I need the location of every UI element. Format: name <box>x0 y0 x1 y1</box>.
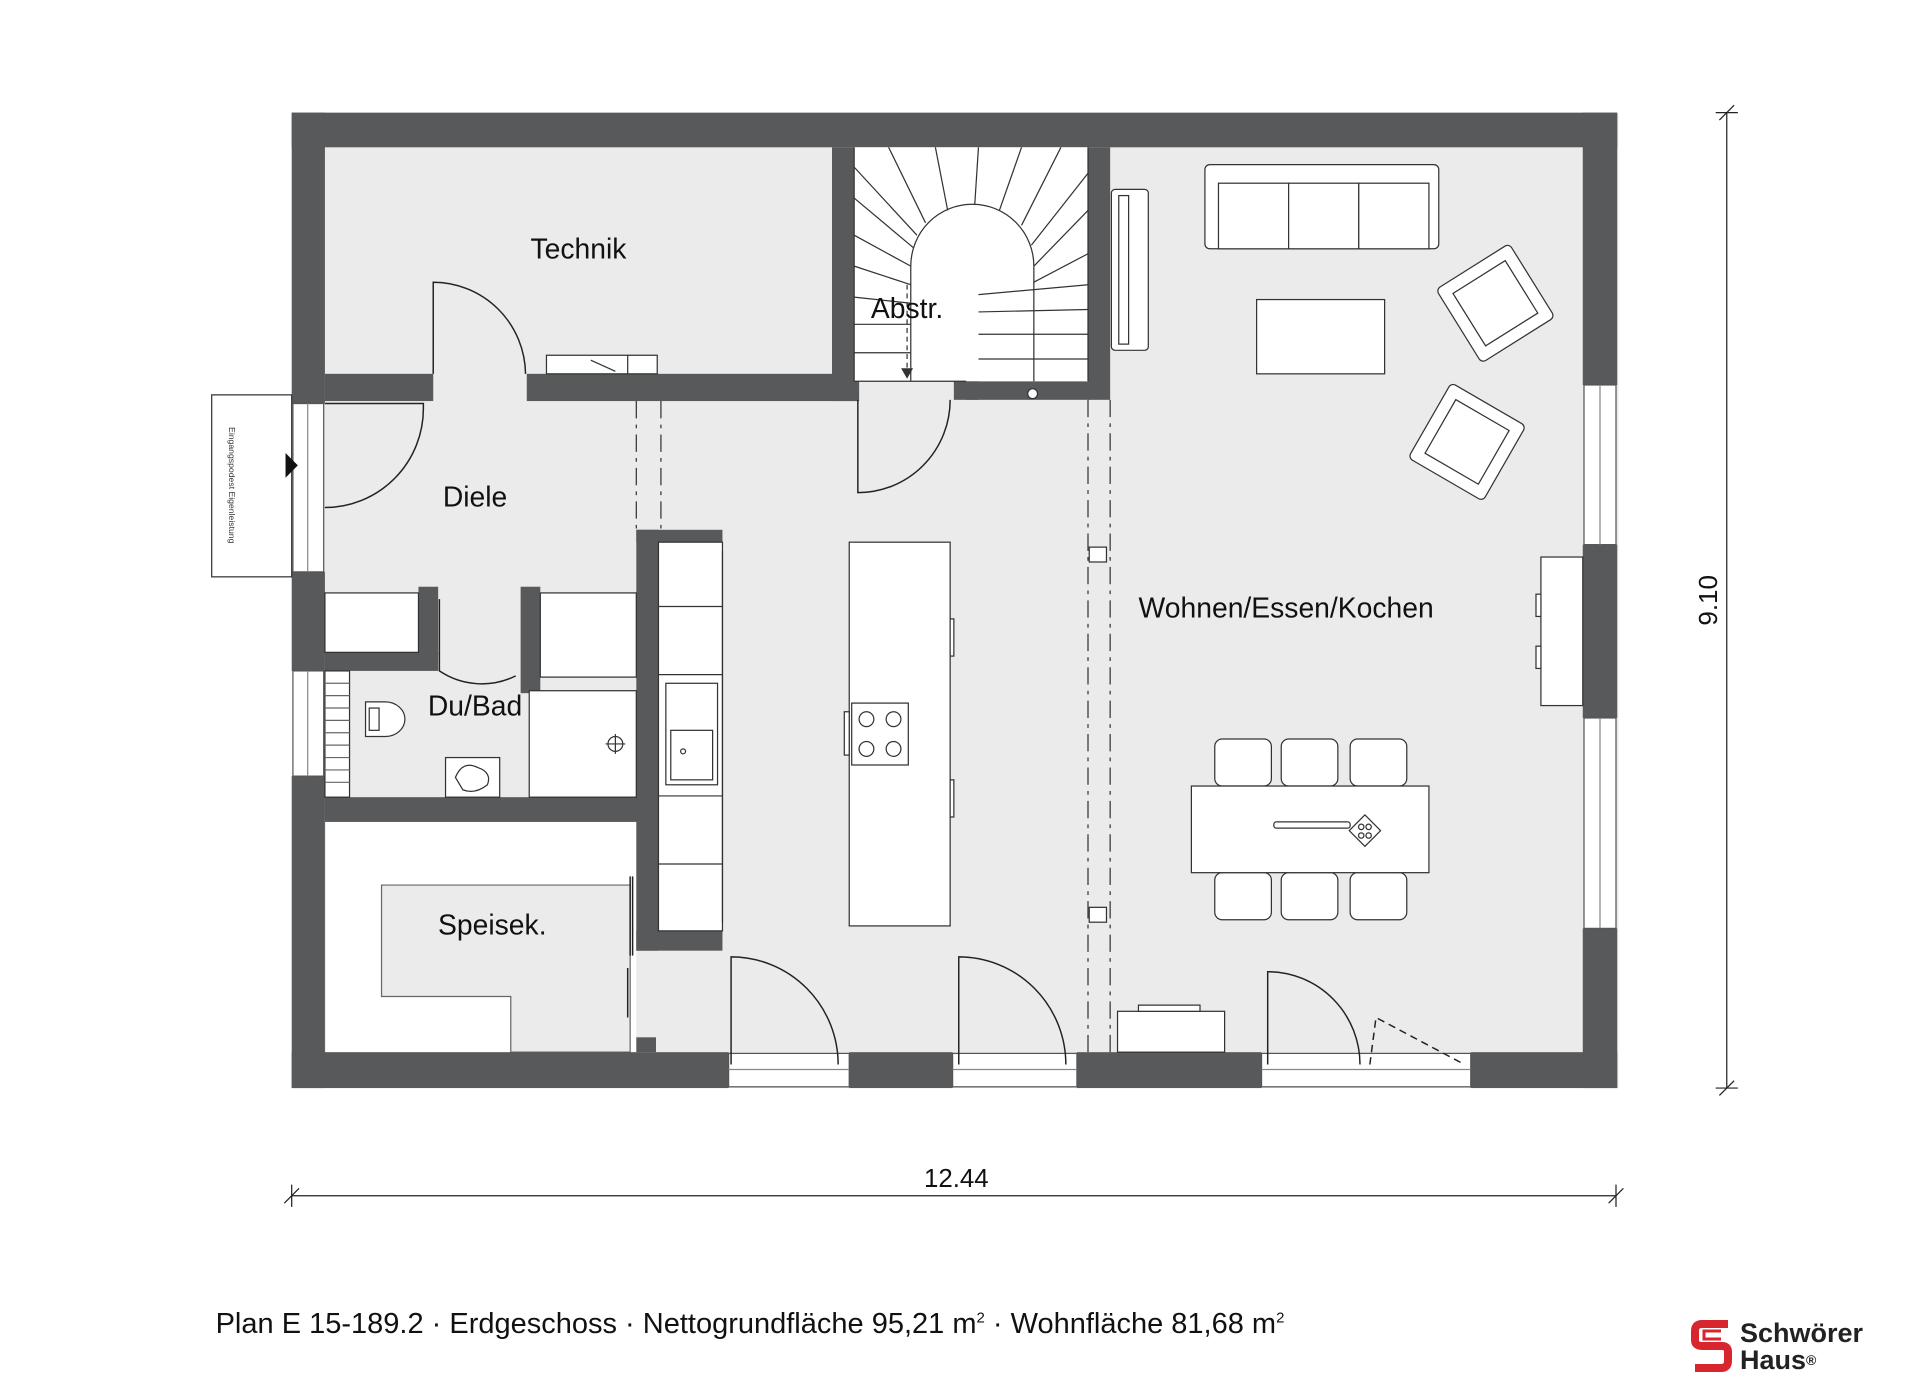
room-label-abstr: Abstr. <box>871 293 943 325</box>
logo-s-mark-icon <box>1691 1320 1732 1372</box>
room-label-speisek: Speisek. <box>438 909 547 941</box>
caption-sup-1: 2 <box>976 1309 985 1327</box>
dining-table <box>1190 738 1430 921</box>
logo-line-2: Haus <box>1740 1345 1807 1375</box>
dimension-width <box>283 1184 1624 1207</box>
room-label-technik: Technik <box>530 234 627 266</box>
windows <box>292 384 1617 1088</box>
plan-caption: Plan E 15-189.2 · Erdgeschoss · Nettogru… <box>0 1308 1500 1341</box>
dimension-width-label: 12.44 <box>924 1165 989 1193</box>
technik-unit <box>545 354 658 375</box>
logo-line-1: Schwörer <box>1740 1318 1864 1348</box>
caption-sup-2: 2 <box>1276 1309 1285 1327</box>
entrance-platform: Eingangspodest Eigenleistung <box>211 394 298 578</box>
kitchen-counter <box>657 541 724 932</box>
logo-registered-mark: ® <box>1806 1352 1817 1368</box>
room-label-du-bad: Du/Bad <box>428 690 522 722</box>
logo-line-2-wrap: Haus® <box>1740 1347 1863 1374</box>
living-furniture <box>1110 164 1584 1053</box>
schwoerer-haus-logo: Schwörer Haus® <box>1690 1318 1905 1378</box>
bath-fixtures <box>324 592 637 798</box>
kitchen-island <box>843 541 955 927</box>
dimension-depth <box>1715 104 1738 1096</box>
room-label-diele: Diele <box>443 481 507 513</box>
entrance-label: Eingangspodest Eigenleistung <box>227 427 237 544</box>
caption-part-1: Plan E 15-189.2 · Erdgeschoss · Nettogru… <box>215 1308 977 1340</box>
dimension-depth-label: 9.10 <box>1695 575 1723 626</box>
room-label-wohnen: Wohnen/Essen/Kochen <box>1139 593 1434 625</box>
caption-part-2: · Wohnfläche 81,68 m <box>984 1308 1277 1340</box>
doors <box>324 281 1465 1066</box>
staircase <box>853 147 1089 400</box>
logo-text: Schwörer Haus® <box>1740 1320 1863 1374</box>
walls <box>291 112 1618 1089</box>
